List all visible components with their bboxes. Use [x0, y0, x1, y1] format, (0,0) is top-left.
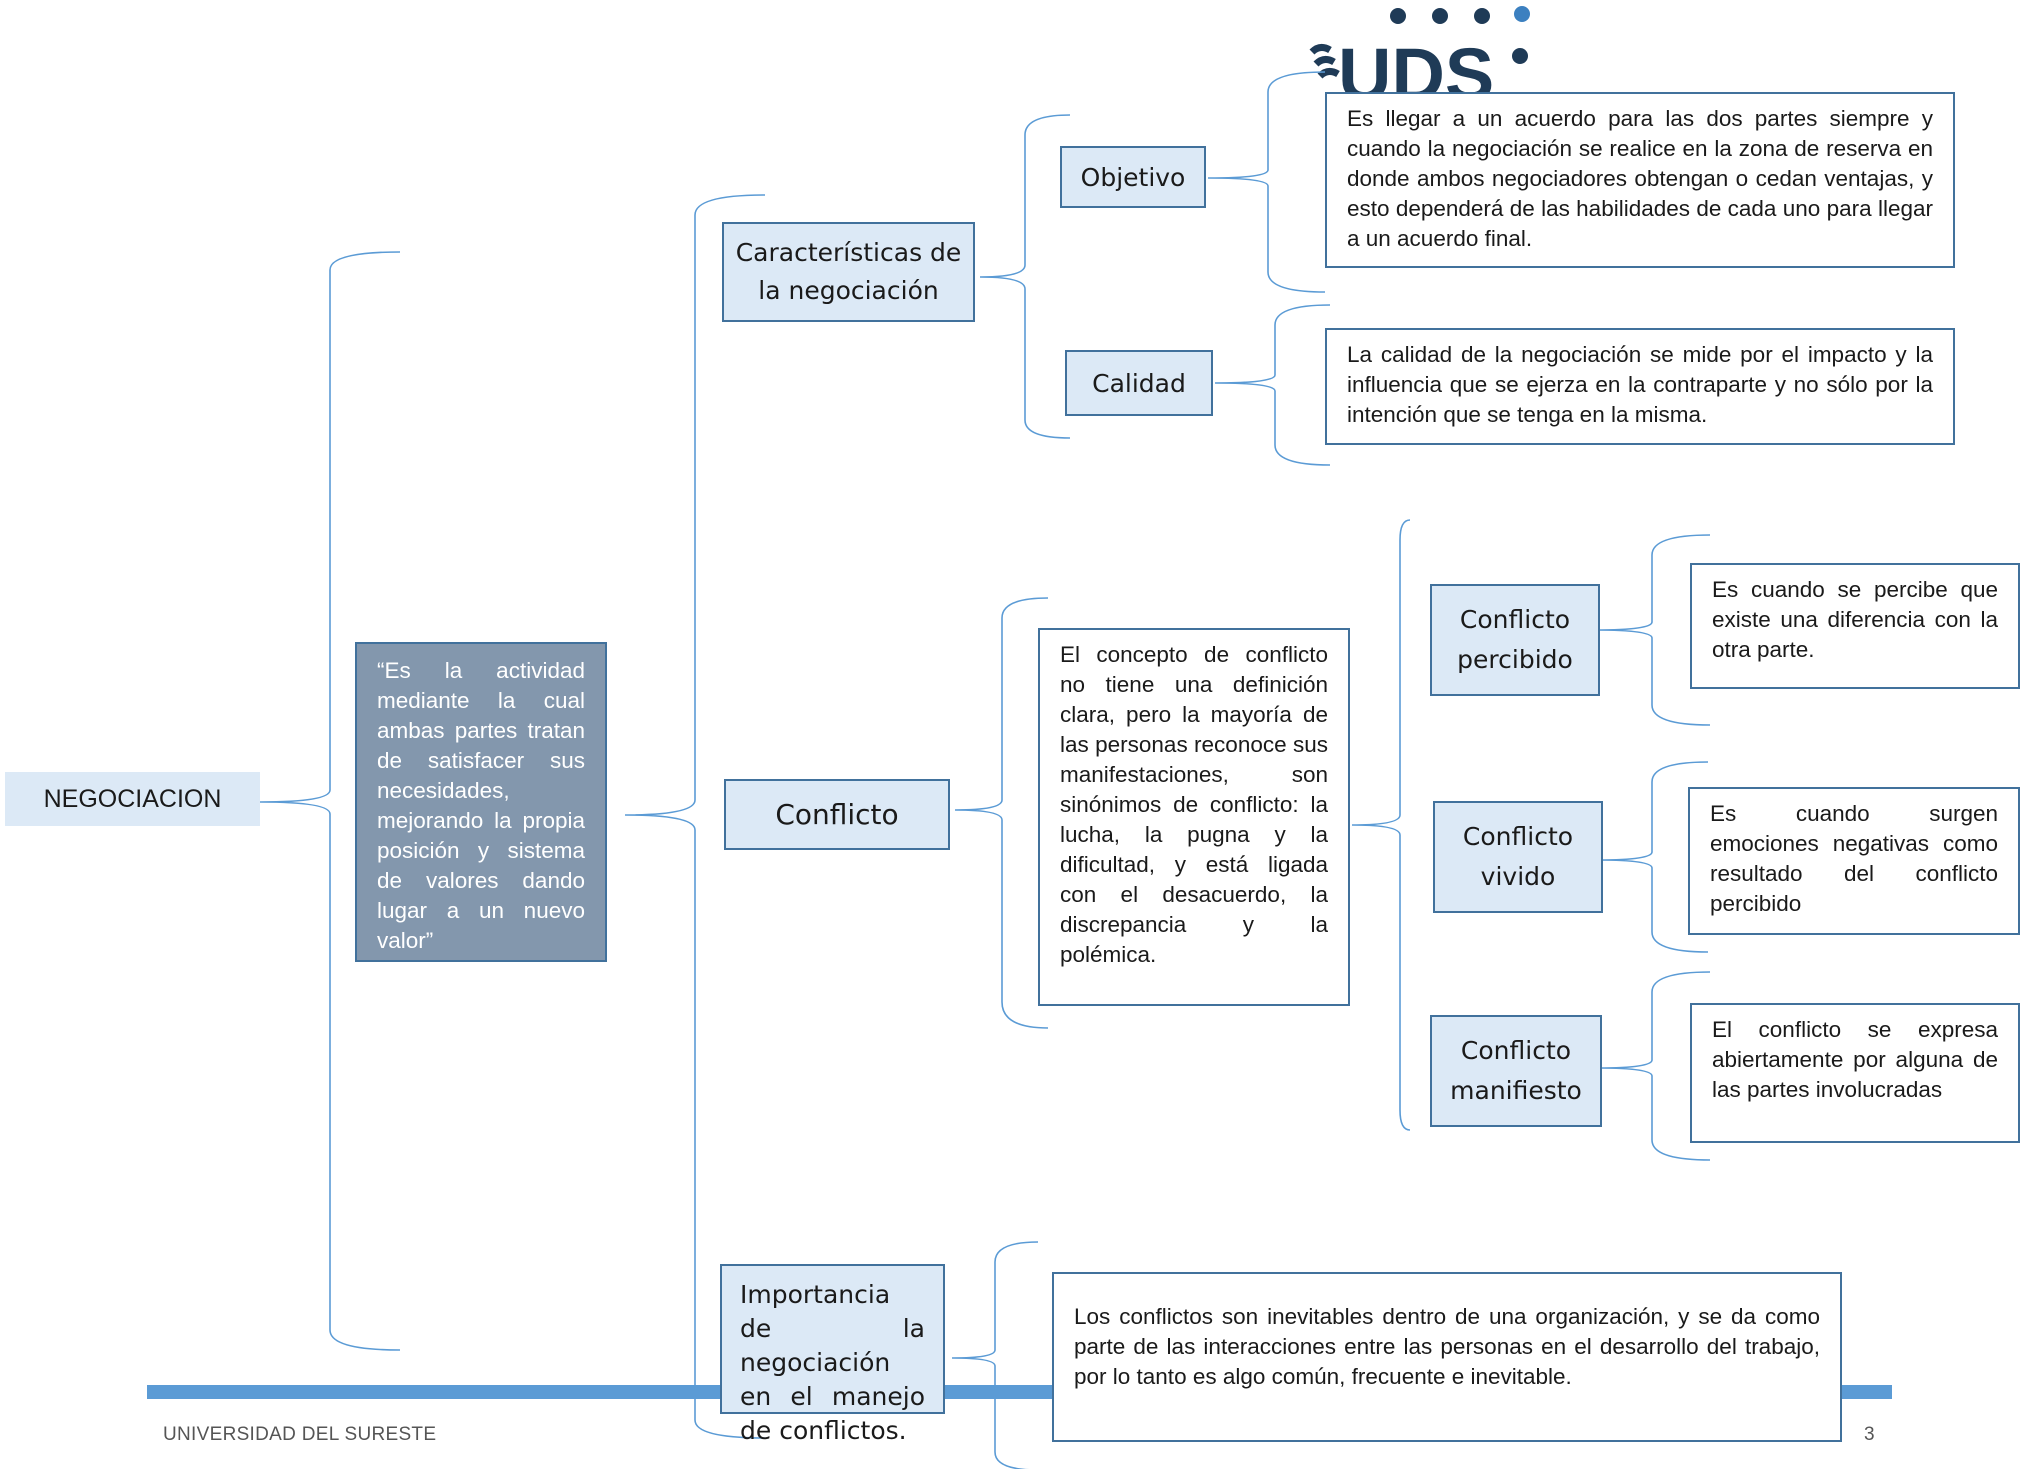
objetivo-text: Es llegar a un acuerdo para las dos part… — [1347, 106, 1933, 251]
node-calidad: Calidad — [1065, 350, 1213, 416]
bracket-conflicto-tipos — [1351, 519, 1411, 1131]
bracket-objetivo — [1207, 71, 1326, 293]
bracket-definition — [624, 194, 766, 1439]
bracket-importancia — [951, 1241, 1039, 1469]
definition-box: “Es la actividad mediante la cual ambas … — [355, 642, 607, 962]
manifiesto-text: El conflicto se expresa abiertamente por… — [1712, 1017, 1998, 1102]
calidad-text-box: La calidad de la negociación se mide por… — [1325, 328, 1955, 445]
conflicto-text-box: El concepto de conflicto no tiene una de… — [1038, 628, 1350, 1006]
importancia-text-box: Los conflictos son inevitables dentro de… — [1052, 1272, 1842, 1442]
percibido-text: Es cuando se percibe que existe una dife… — [1712, 577, 1998, 662]
bracket-calidad — [1214, 304, 1331, 466]
node-caracteristicas: Características de la negociación — [722, 222, 975, 322]
percibido-text-box: Es cuando se percibe que existe una dife… — [1690, 563, 2020, 689]
manifiesto-label: Conflicto manifiesto — [1450, 1036, 1582, 1105]
manifiesto-text-box: El conflicto se expresa abiertamente por… — [1690, 1003, 2020, 1143]
node-conflicto-percibido: Conflicto percibido — [1430, 584, 1600, 696]
percibido-label: Conflicto percibido — [1457, 605, 1573, 674]
conflicto-text: El concepto de conflicto no tiene una de… — [1060, 642, 1328, 967]
importancia-text: Los conflictos son inevitables dentro de… — [1074, 1304, 1820, 1389]
calidad-label: Calidad — [1092, 368, 1186, 398]
vivido-text-box: Es cuando surgen emociones negativas com… — [1688, 787, 2020, 935]
objetivo-label: Objetivo — [1080, 162, 1186, 192]
node-objetivo: Objetivo — [1060, 146, 1206, 208]
page-number: 3 — [1864, 1424, 1875, 1445]
node-conflicto-manifiesto: Conflicto manifiesto — [1430, 1015, 1602, 1127]
vivido-label: Conflicto vivido — [1462, 822, 1574, 891]
node-conflicto-vivido: Conflicto vivido — [1433, 801, 1603, 913]
bracket-root — [259, 251, 401, 1351]
node-importancia: Importancia de la negociación en el mane… — [720, 1264, 945, 1445]
bracket-caracteristicas — [979, 114, 1071, 439]
importancia-label: Importancia de la negociación en el mane… — [740, 1280, 925, 1445]
vivido-text: Es cuando surgen emociones negativas com… — [1710, 801, 1998, 916]
definition-text: “Es la actividad mediante la cual ambas … — [377, 658, 585, 953]
root-node-negociacion: NEGOCIACION — [5, 772, 260, 826]
calidad-text: La calidad de la negociación se mide por… — [1347, 342, 1933, 427]
bracket-conflicto — [954, 597, 1049, 1029]
objetivo-text-box: Es llegar a un acuerdo para las dos part… — [1325, 92, 1955, 268]
conflicto-label: Conflicto — [775, 798, 899, 831]
caracteristicas-label: Características de la negociación — [735, 238, 962, 305]
root-label: NEGOCIACION — [43, 784, 222, 813]
node-conflicto: Conflicto — [724, 779, 950, 850]
footer-institution: UNIVERSIDAD DEL SURESTE — [163, 1424, 437, 1445]
